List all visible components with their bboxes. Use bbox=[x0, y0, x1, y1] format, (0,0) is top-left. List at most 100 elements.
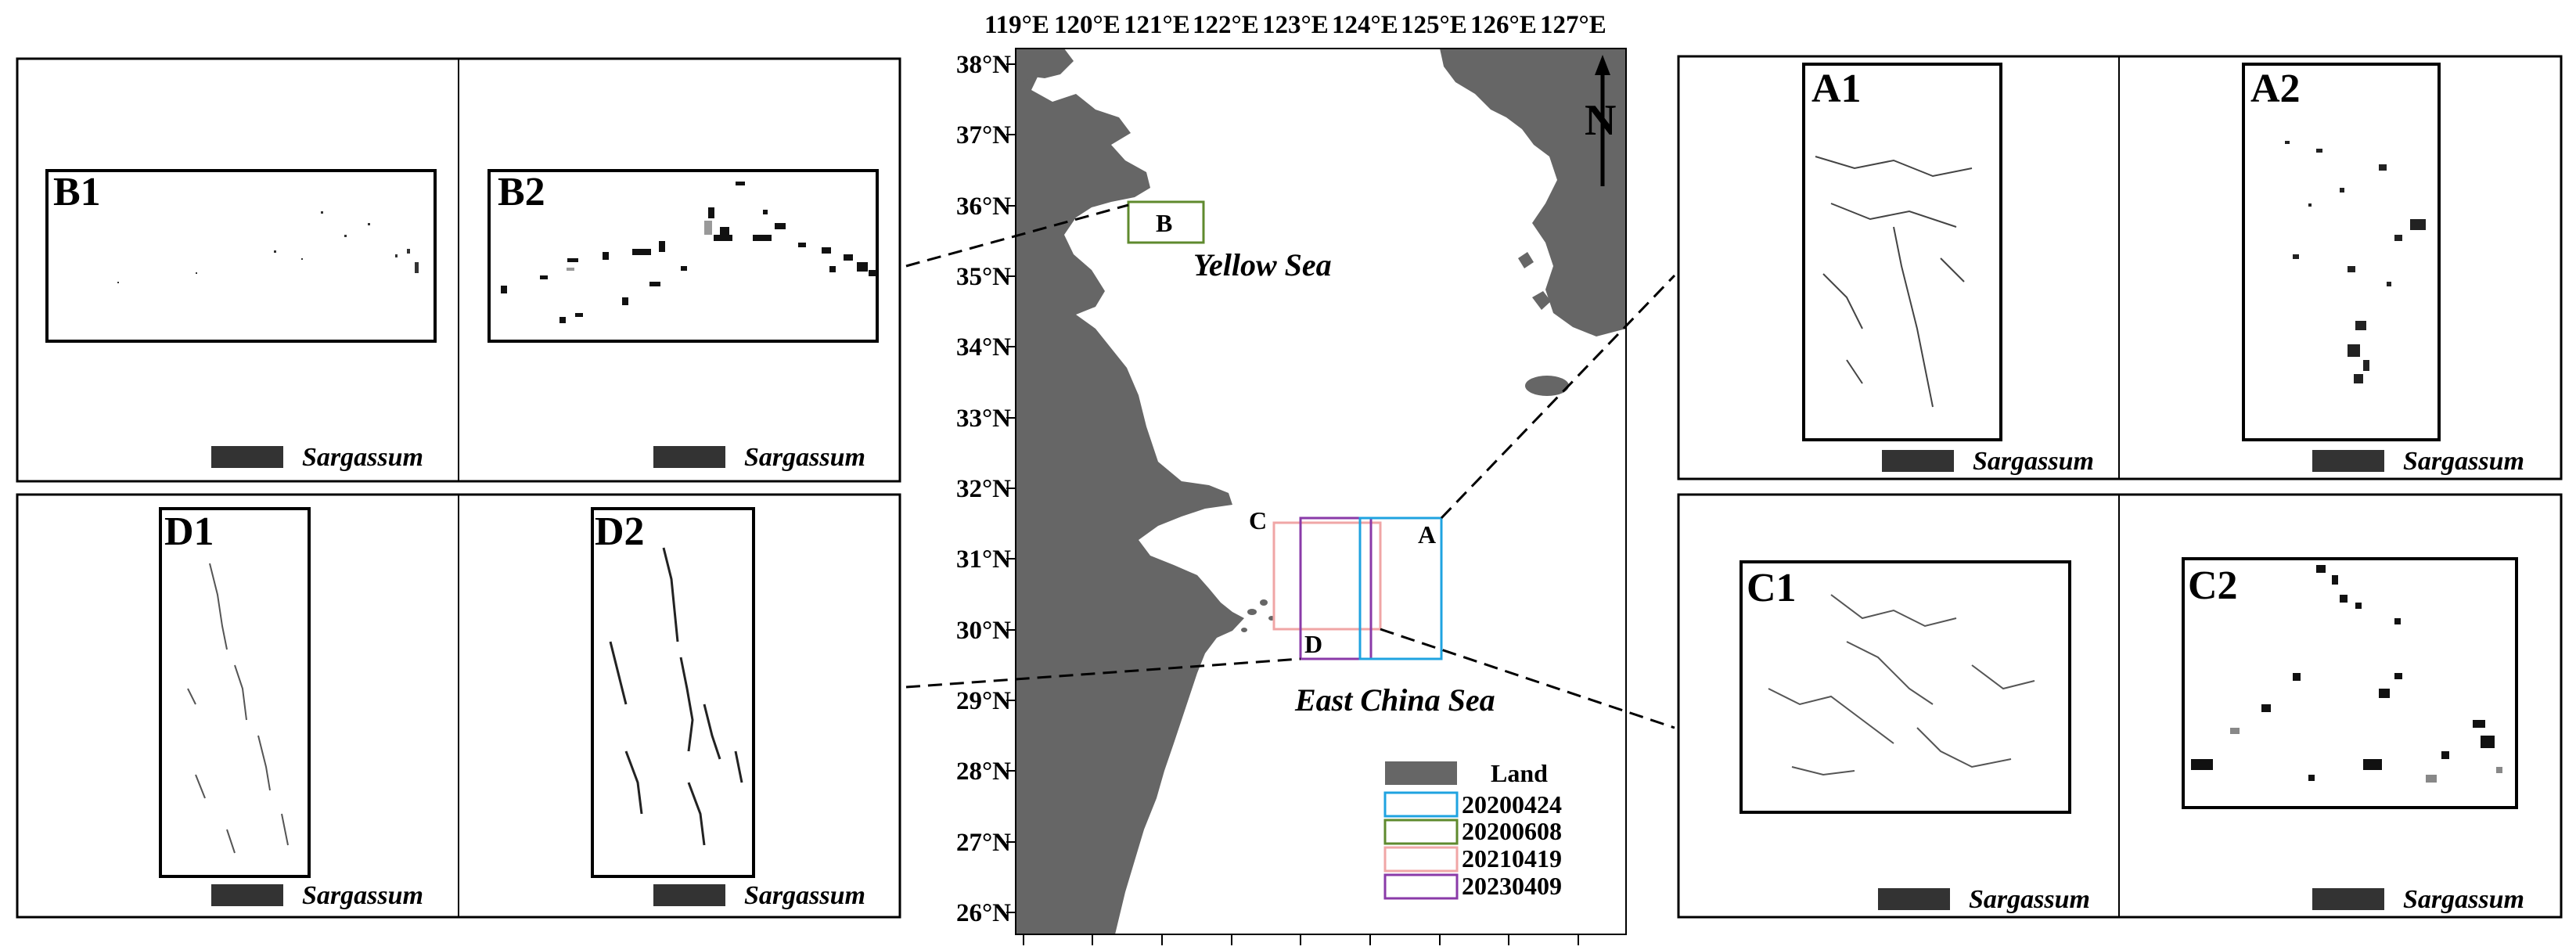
sargassum-swatch bbox=[211, 884, 283, 906]
left-panel-group: B1 B2 bbox=[16, 57, 901, 919]
lat-label: 32°N bbox=[956, 475, 1011, 503]
map-legend: Land 20200424 20200608 20210419 20230409 bbox=[1383, 759, 1562, 900]
panel-c1-label: C1 bbox=[1747, 566, 1797, 610]
land-korea bbox=[1440, 49, 1626, 336]
panel-b1-sargassum-patches bbox=[117, 211, 419, 283]
sargassum-legend-label: Sargassum bbox=[744, 881, 865, 910]
legend-20210419-label: 20210419 bbox=[1462, 844, 1562, 873]
sargassum-legend-label: Sargassum bbox=[1969, 885, 2090, 914]
sargassum-legend-label: Sargassum bbox=[2403, 447, 2524, 476]
lon-label: 127°E bbox=[1540, 11, 1606, 39]
panel-c1-image-frame bbox=[1740, 560, 2071, 814]
area-box-d bbox=[1299, 516, 1373, 660]
lon-label: 121°E bbox=[1124, 11, 1190, 39]
panel-a2-label: A2 bbox=[2250, 67, 2301, 111]
panel-b1: B1 bbox=[45, 169, 437, 343]
panel-legend-d2: Sargassum bbox=[653, 881, 865, 910]
lat-label: 36°N bbox=[956, 193, 1011, 221]
sargassum-swatch bbox=[1878, 888, 1950, 910]
sargassum-swatch bbox=[653, 446, 725, 468]
area-box-a bbox=[1358, 516, 1443, 660]
panel-legend-d1: Sargassum bbox=[211, 881, 423, 910]
panel-legend-b1: Sargassum bbox=[211, 443, 423, 472]
sea-label-east-china: East China Sea bbox=[1294, 682, 1495, 718]
central-map: 119°E 120°E 121°E 122°E 123°E 124°E 125°… bbox=[956, 11, 1627, 945]
legend-20200608-swatch bbox=[1383, 819, 1459, 845]
panel-a2: A2 bbox=[2242, 63, 2441, 441]
lat-label: 30°N bbox=[956, 617, 1011, 645]
panel-c2-sargassum-patches bbox=[2191, 565, 2495, 781]
area-box-c-label: C bbox=[1249, 506, 1267, 534]
panel-a1-label: A1 bbox=[1811, 67, 1862, 111]
lat-labels: 38°N 37°N 36°N 35°N 34°N 33°N 32°N 31°N … bbox=[956, 51, 1011, 927]
lat-label: 34°N bbox=[956, 333, 1011, 362]
land-zhoushan-islands bbox=[1241, 599, 1275, 632]
panel-c2: C2 bbox=[2182, 557, 2518, 809]
panel-c2-gray-patches bbox=[2230, 728, 2502, 783]
lat-label: 35°N bbox=[956, 263, 1011, 291]
lon-label: 120°E bbox=[1054, 11, 1121, 39]
panel-c1: C1 bbox=[1740, 560, 2071, 814]
lat-label: 31°N bbox=[956, 545, 1011, 574]
area-box-b-label: B bbox=[1156, 209, 1172, 237]
land-liaodong bbox=[1016, 49, 1074, 86]
panel-a1-sargassum-streaks bbox=[1815, 156, 1973, 408]
legend-20230409-label: 20230409 bbox=[1462, 872, 1562, 900]
panel-legend-a2: Sargassum bbox=[2312, 447, 2524, 476]
panel-c1-sargassum-streaks bbox=[1768, 594, 2035, 776]
panel-b1-label: B1 bbox=[53, 170, 101, 214]
connector-lines bbox=[905, 203, 1676, 729]
north-arrow-label: N bbox=[1585, 96, 1616, 145]
panel-b2-sargassum-patches bbox=[501, 182, 876, 323]
area-box-d-label: D bbox=[1304, 630, 1322, 658]
sargassum-swatch bbox=[2312, 888, 2384, 910]
right-panel-group: A1 A2 bbox=[1677, 55, 2563, 919]
lat-label: 37°N bbox=[956, 121, 1011, 149]
sargassum-legend-label: Sargassum bbox=[2403, 885, 2524, 914]
legend-20200424-label: 20200424 bbox=[1462, 790, 1562, 819]
panel-b2: B2 bbox=[487, 169, 879, 343]
connector-c bbox=[1380, 628, 1675, 729]
legend-20200608-label: 20200608 bbox=[1462, 817, 1562, 845]
sargassum-legend-label: Sargassum bbox=[1973, 447, 2094, 476]
panel-d2-image-frame bbox=[591, 507, 755, 878]
panel-d1-image-frame bbox=[159, 507, 311, 878]
sargassum-swatch bbox=[653, 884, 725, 906]
panel-a2-sargassum-patches bbox=[2285, 141, 2426, 383]
panel-legend-c2: Sargassum bbox=[2312, 885, 2524, 914]
panel-a1: A1 bbox=[1802, 63, 2002, 441]
legend-land-label: Land bbox=[1491, 759, 1548, 787]
sargassum-swatch bbox=[211, 446, 283, 468]
panel-a1-image-frame bbox=[1802, 63, 2002, 441]
panel-legend-c1: Sargassum bbox=[1878, 885, 2090, 914]
area-box-c bbox=[1272, 521, 1382, 631]
land-korea-islands bbox=[1518, 252, 1551, 310]
legend-land-swatch bbox=[1385, 761, 1457, 785]
sargassum-legend-label: Sargassum bbox=[744, 443, 865, 472]
sargassum-legend-label: Sargassum bbox=[302, 443, 423, 472]
lon-label: 124°E bbox=[1332, 11, 1398, 39]
panel-b2-label: B2 bbox=[498, 170, 545, 214]
sea-label-yellow: Yellow Sea bbox=[1193, 247, 1332, 282]
panel-b1-image-frame bbox=[45, 169, 437, 343]
legend-20230409-swatch bbox=[1383, 873, 1459, 900]
lat-label: 28°N bbox=[956, 757, 1011, 786]
panel-legend-b2: Sargassum bbox=[653, 443, 865, 472]
panel-d1: D1 bbox=[159, 507, 311, 878]
lat-label: 33°N bbox=[956, 405, 1011, 433]
lon-label: 122°E bbox=[1193, 11, 1259, 39]
area-box-b bbox=[1127, 200, 1205, 244]
panel-legend-a1: Sargassum bbox=[1882, 447, 2094, 476]
lon-label: 119°E bbox=[984, 11, 1049, 39]
lon-ticks bbox=[1023, 934, 1579, 945]
panel-b2-gray-patches bbox=[567, 221, 712, 271]
panel-b2-image-frame bbox=[487, 169, 879, 343]
lat-label: 26°N bbox=[956, 899, 1011, 927]
lon-label: 123°E bbox=[1262, 11, 1329, 39]
sargassum-swatch bbox=[1882, 450, 1954, 472]
panel-d2: D2 bbox=[591, 507, 755, 878]
sargassum-swatch bbox=[2312, 450, 2384, 472]
lat-label: 38°N bbox=[956, 51, 1011, 79]
panel-d1-label: D1 bbox=[164, 509, 214, 554]
